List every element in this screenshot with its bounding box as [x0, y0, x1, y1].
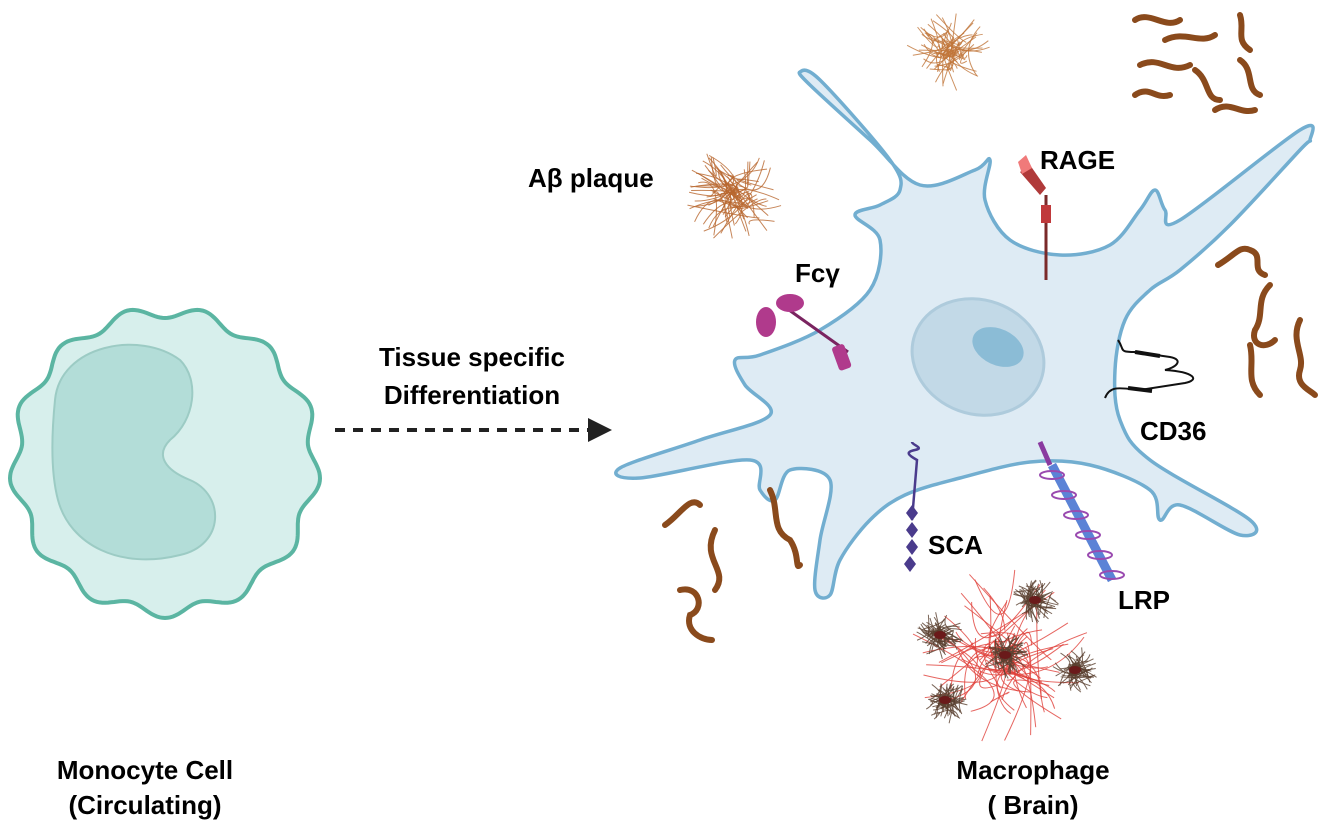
amyloid-decorations: [662, 12, 1318, 742]
amyloid-fiber-icon: [1215, 245, 1268, 278]
plaque-label: Aβ plaque: [528, 163, 654, 193]
arrow-label-line2: Differentiation: [383, 380, 561, 410]
amyloid-fiber-icon: [1251, 282, 1278, 349]
lrp-domain: [1087, 550, 1113, 560]
macrophage-title: Macrophage: [956, 755, 1110, 785]
amyloid-plaque-icon: [906, 13, 990, 91]
fcg-label: Fcγ: [795, 258, 840, 288]
rage-label: RAGE: [1040, 145, 1116, 175]
lrp-domain: [1075, 530, 1101, 540]
amyloid-fiber-icon: [1212, 103, 1258, 115]
plaque-core: [934, 631, 946, 639]
amyloid-fiber-icon: [707, 527, 723, 593]
fcg-receptor-icon: [756, 294, 852, 371]
macrophage-subtitle: ( Brain): [987, 790, 1079, 820]
rage-receptor-icon: [1018, 155, 1051, 280]
arrow-label-line1: Tissue specific: [379, 342, 565, 372]
macrophage-nucleus: [910, 297, 1046, 417]
amyloid-fiber-icon: [1137, 59, 1193, 71]
monocyte-title: Monocyte Cell: [56, 755, 234, 785]
amyloid-fiber-icon: [1247, 342, 1263, 398]
lrp-label: LRP: [1118, 585, 1170, 615]
cd36-label: CD36: [1140, 416, 1207, 446]
plaque-core: [1029, 596, 1041, 604]
lrp-domain: [1099, 570, 1125, 580]
amyloid-fiber-icon: [1237, 57, 1263, 98]
amyloid-fiber-icon: [767, 487, 803, 569]
plaque-core: [999, 651, 1011, 659]
nucleolus: [972, 327, 1024, 367]
plaque-core: [939, 696, 951, 704]
lrp-domain: [1051, 490, 1077, 500]
monocyte-subtitle: (Circulating): [68, 790, 222, 820]
amyloid-fiber-icon: [1192, 67, 1223, 103]
monocyte-nucleus: [51, 343, 216, 561]
lrp-domain: [1039, 470, 1065, 480]
amyloid-fiber-icon: [1293, 317, 1318, 398]
sca-label: SCA: [928, 530, 983, 560]
amyloid-fiber-icon: [1132, 14, 1183, 26]
amyloid-fiber-icon: [1132, 88, 1173, 100]
cd36-receptor-icon: [1104, 339, 1195, 399]
amyloid-fiber-icon: [677, 586, 715, 643]
amyloid-fiber-icon: [1162, 32, 1218, 43]
amyloid-fiber-icon: [662, 499, 703, 528]
sca-receptor-icon: [904, 441, 920, 572]
amyloid-fiber-icon: [1237, 12, 1253, 53]
arrow-head-icon: [588, 418, 612, 442]
plaque-core: [1069, 666, 1081, 674]
amyloid-plaque-icon: [687, 153, 782, 239]
lrp-domain: [1063, 510, 1089, 520]
lrp-receptor-icon: [1037, 441, 1125, 583]
